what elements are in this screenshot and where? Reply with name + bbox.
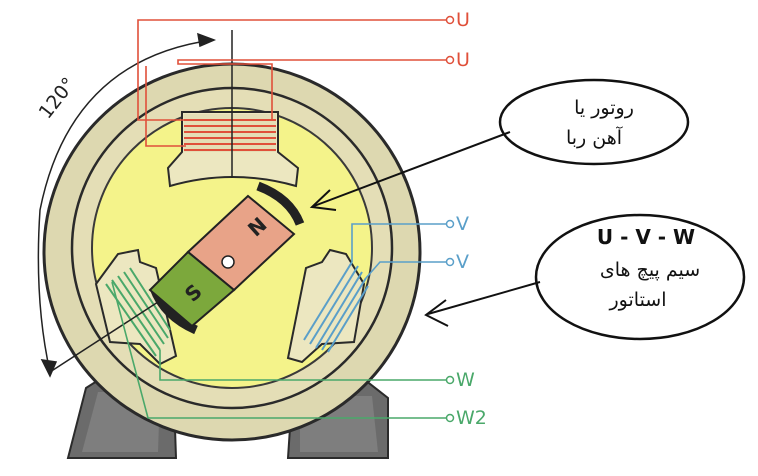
terminal-u2-label: U xyxy=(456,49,470,71)
stator-callout-line3: استاتور xyxy=(609,289,667,311)
terminal-w2 xyxy=(445,413,455,423)
u-coil xyxy=(184,119,276,151)
stator-callout-line2: سیم پیچ های xyxy=(600,259,700,281)
u-leads xyxy=(137,19,446,147)
terminal-v1 xyxy=(445,219,455,229)
rotor-callout: روتور یا آهن ربا xyxy=(309,78,690,211)
stator-callout: U - V - W سیم پیچ های استاتور xyxy=(424,213,746,341)
terminal-w1-label: W xyxy=(456,369,475,391)
terminal-u2 xyxy=(445,55,455,65)
angle-label: 120° xyxy=(35,73,81,123)
v-coil xyxy=(303,261,369,353)
south-pole xyxy=(148,250,236,328)
terminal-v2 xyxy=(445,257,455,267)
rotor-callout-line2: آهن ربا xyxy=(566,125,623,149)
rotor-magnet: N S xyxy=(148,181,305,335)
v-leads xyxy=(351,223,446,279)
w-leads xyxy=(111,281,446,419)
terminal-v1-label: V xyxy=(456,213,469,235)
terminal-u1 xyxy=(445,15,455,25)
terminal-u1-label: U xyxy=(456,9,470,31)
rotor-shaft xyxy=(221,255,235,269)
terminal-w1 xyxy=(445,375,455,385)
terminal-w2-label: W2 xyxy=(456,407,487,429)
stator-callout-line1: U - V - W xyxy=(597,225,695,249)
terminal-v2-label: V xyxy=(456,251,469,273)
angle-arc xyxy=(37,32,217,378)
rotor-callout-line1: روتور یا xyxy=(574,97,634,119)
